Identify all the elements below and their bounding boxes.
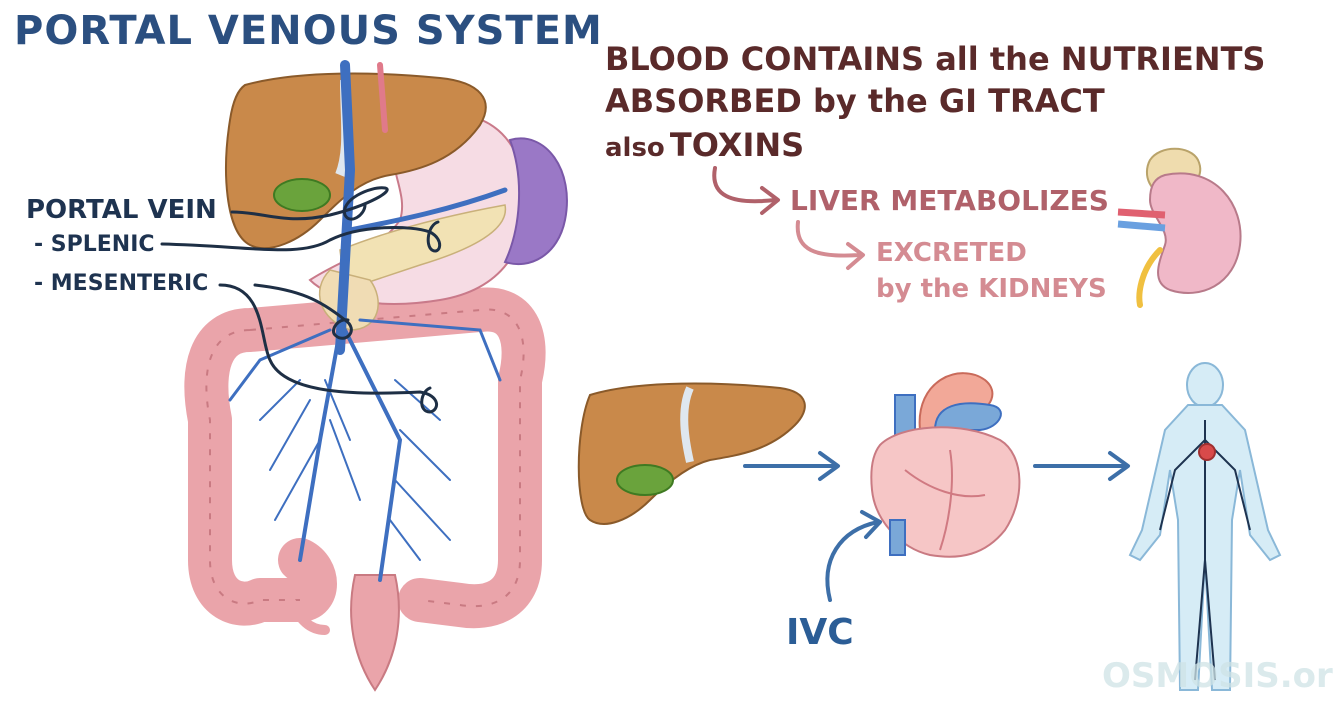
veins (228, 60, 508, 582)
excreted-label: EXCRETED (876, 238, 1027, 268)
arrow-toxins-to-liver (712, 166, 780, 215)
kidney-illustration (1117, 147, 1242, 308)
notes-line-1: BLOOD CONTAINS all the NUTRIENTS (605, 40, 1266, 78)
ivc-label: IVC (786, 612, 854, 653)
notes-line-2: ABSORBED by the GI TRACT (605, 82, 1105, 120)
by-kidneys-label: by the KIDNEYS (876, 274, 1107, 304)
portal-vein-leader (230, 186, 389, 221)
body-head (1186, 362, 1224, 408)
flow-arrows-bottom (743, 451, 1130, 602)
ureter (1136, 247, 1163, 308)
kidney (1148, 172, 1242, 294)
osmosis-watermark: OSMOSIS.org (1102, 656, 1334, 696)
arrow-ivc-to-heart (825, 510, 882, 602)
liver-metabolizes-label: LIVER METABOLIZES (790, 184, 1109, 217)
body-vessels (1159, 420, 1251, 681)
renal-artery (1117, 208, 1166, 219)
appendix (285, 595, 330, 635)
page-title: PORTAL VENOUS SYSTEM (14, 8, 603, 54)
mesenteric-leader (218, 283, 438, 414)
renal-vein (1117, 220, 1166, 232)
splenic-label: - SPLENIC (34, 232, 155, 257)
gallbladder (273, 178, 331, 212)
arrow-heart-to-body (1033, 451, 1130, 481)
body-heart (1198, 443, 1216, 461)
notes-line-3-prefix: also (605, 133, 665, 163)
arrow-liver-to-excreted (795, 220, 865, 270)
notes-toxins: TOXINS (669, 126, 805, 164)
portal-vein-label: PORTAL VEIN (26, 195, 217, 225)
liver-small-illustration (577, 382, 806, 525)
pulmonary-artery (933, 402, 1002, 431)
spleen (503, 137, 568, 266)
gallbladder-small (616, 464, 674, 496)
mesenteric-label: - MESENTERIC (34, 271, 209, 296)
leader-lines (160, 186, 442, 414)
large-intestine (184, 287, 546, 629)
arrow-liver-to-heart (743, 451, 840, 481)
body-illustration (1128, 362, 1282, 691)
rectum (350, 574, 400, 692)
heart-illustration (870, 372, 1021, 558)
splenic-leader (160, 220, 442, 253)
notes-line-3: also TOXINS (605, 126, 804, 164)
flow-arrows-top (712, 166, 865, 270)
inferior-vena-cava (889, 519, 906, 556)
gi-tract-illustration (184, 60, 568, 692)
